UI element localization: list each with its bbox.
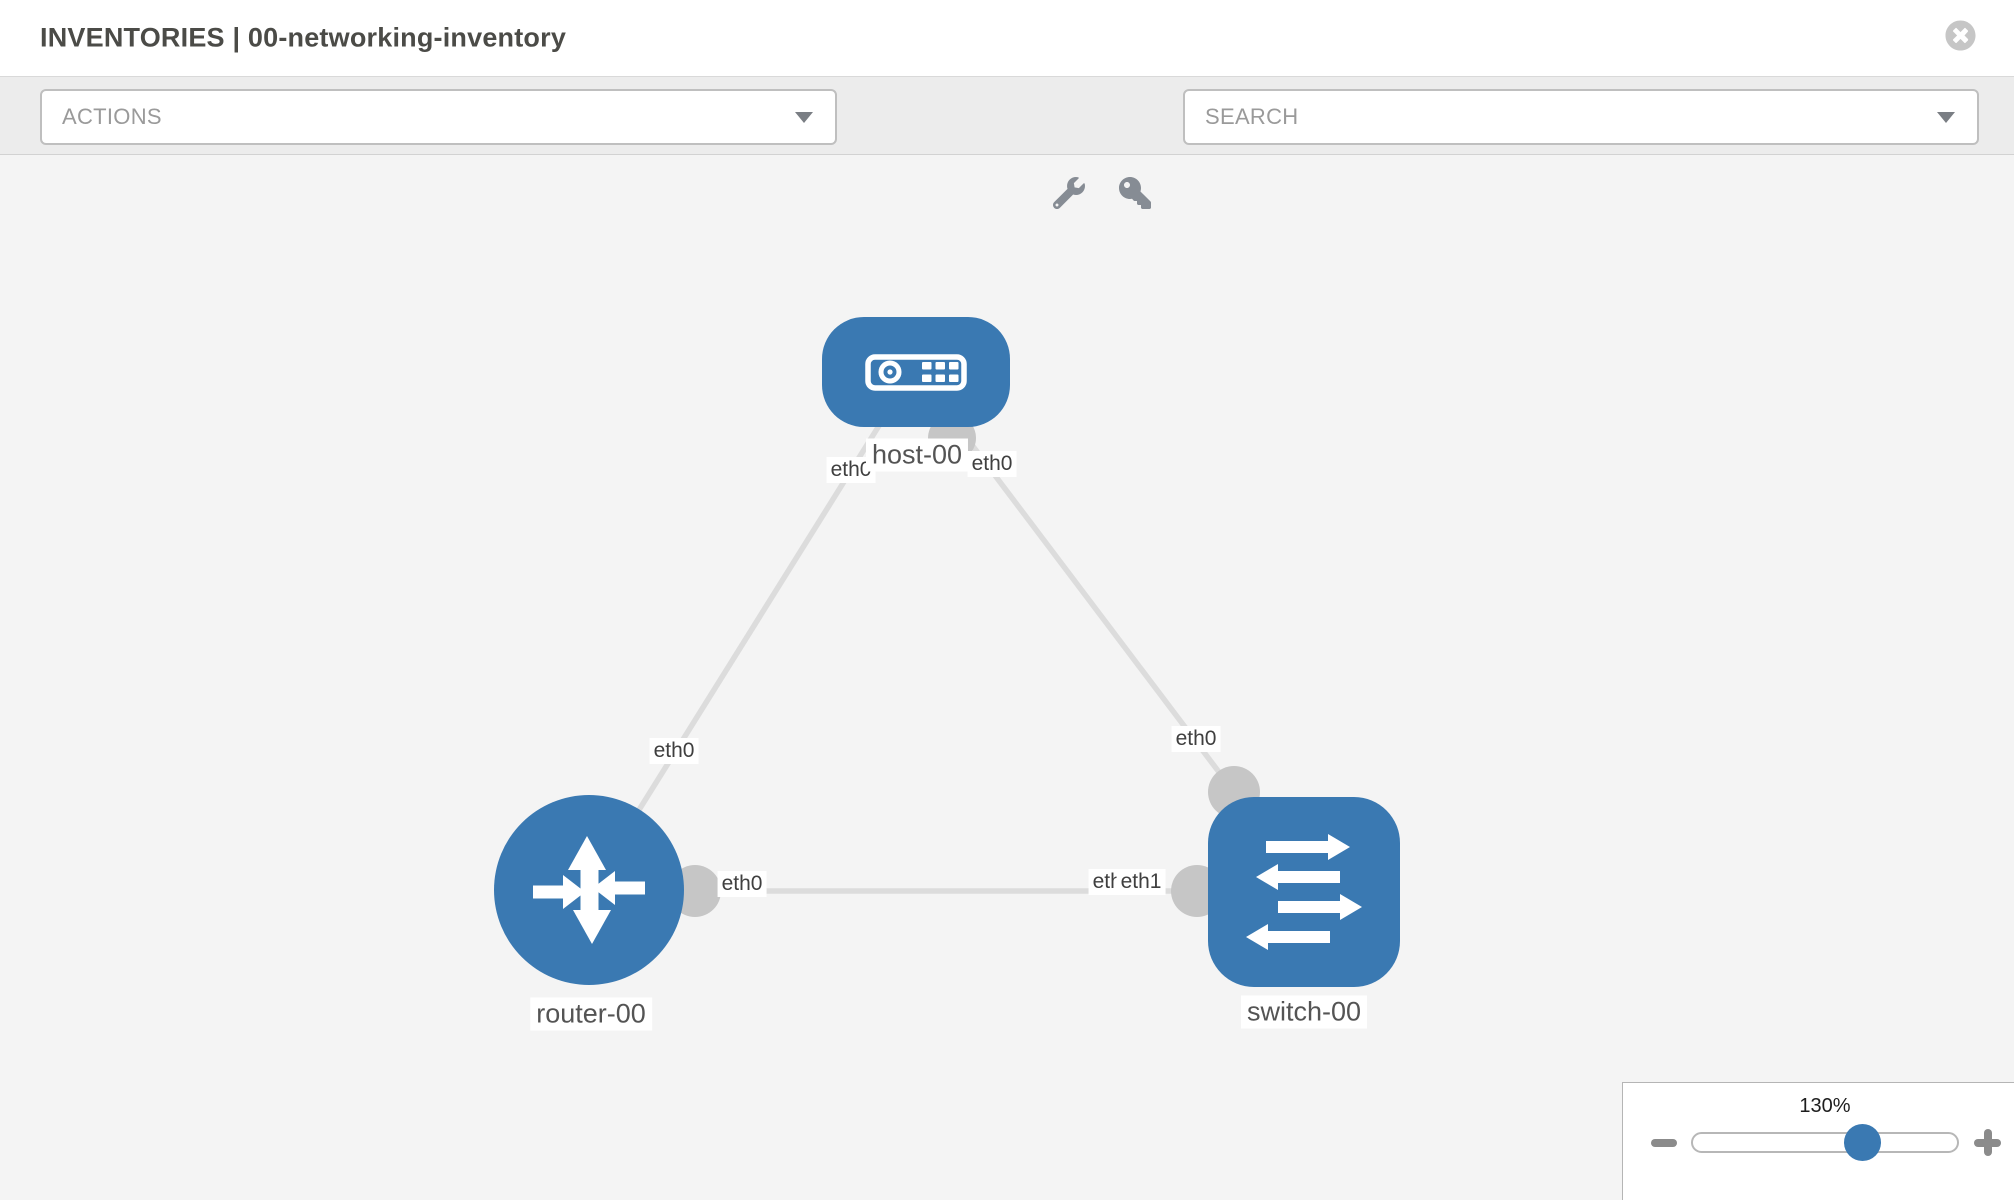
key-icon[interactable] xyxy=(1119,177,1151,209)
header-bar: INVENTORIES | 00-networking-inventory xyxy=(0,0,2014,77)
zoom-minus-icon[interactable] xyxy=(1651,1139,1677,1147)
search-dropdown[interactable]: SEARCH xyxy=(1183,89,1979,145)
node-host-00[interactable] xyxy=(822,317,1010,427)
node-switch-00[interactable] xyxy=(1208,797,1400,987)
chevron-down-icon xyxy=(795,112,813,123)
zoom-slider-track[interactable] xyxy=(1691,1132,1959,1153)
wrench-icon[interactable] xyxy=(1053,177,1085,209)
zoom-plus-icon[interactable] xyxy=(1974,1129,2001,1156)
actions-dropdown-label: ACTIONS xyxy=(62,104,162,129)
link-host-switch xyxy=(929,390,1237,794)
node-router-00[interactable] xyxy=(494,795,684,985)
zoom-slider-thumb[interactable] xyxy=(1844,1124,1882,1161)
zoom-panel: 130% xyxy=(1622,1082,2014,1200)
actions-dropdown[interactable]: ACTIONS xyxy=(40,89,837,145)
zoom-level-value: 130% xyxy=(1799,1095,1851,1117)
search-placeholder: SEARCH xyxy=(1205,104,1299,129)
page-title: INVENTORIES | 00-networking-inventory xyxy=(40,22,567,53)
chevron-down-icon xyxy=(1937,112,1955,123)
toolbar: ACTIONS SEARCH xyxy=(0,77,2014,209)
close-icon[interactable] xyxy=(1945,20,1976,51)
